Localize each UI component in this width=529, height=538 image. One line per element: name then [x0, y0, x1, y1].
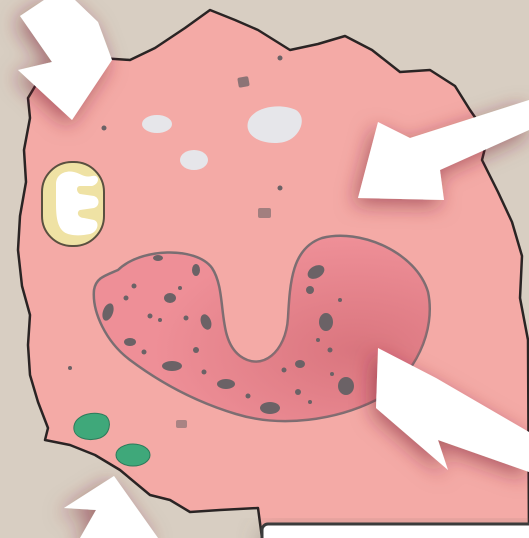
mitochondrion [42, 162, 104, 246]
granule [116, 444, 150, 466]
granule [74, 413, 110, 439]
label-box-bottom-right [262, 524, 529, 538]
vesicle [142, 115, 172, 133]
vesicle [180, 150, 208, 170]
